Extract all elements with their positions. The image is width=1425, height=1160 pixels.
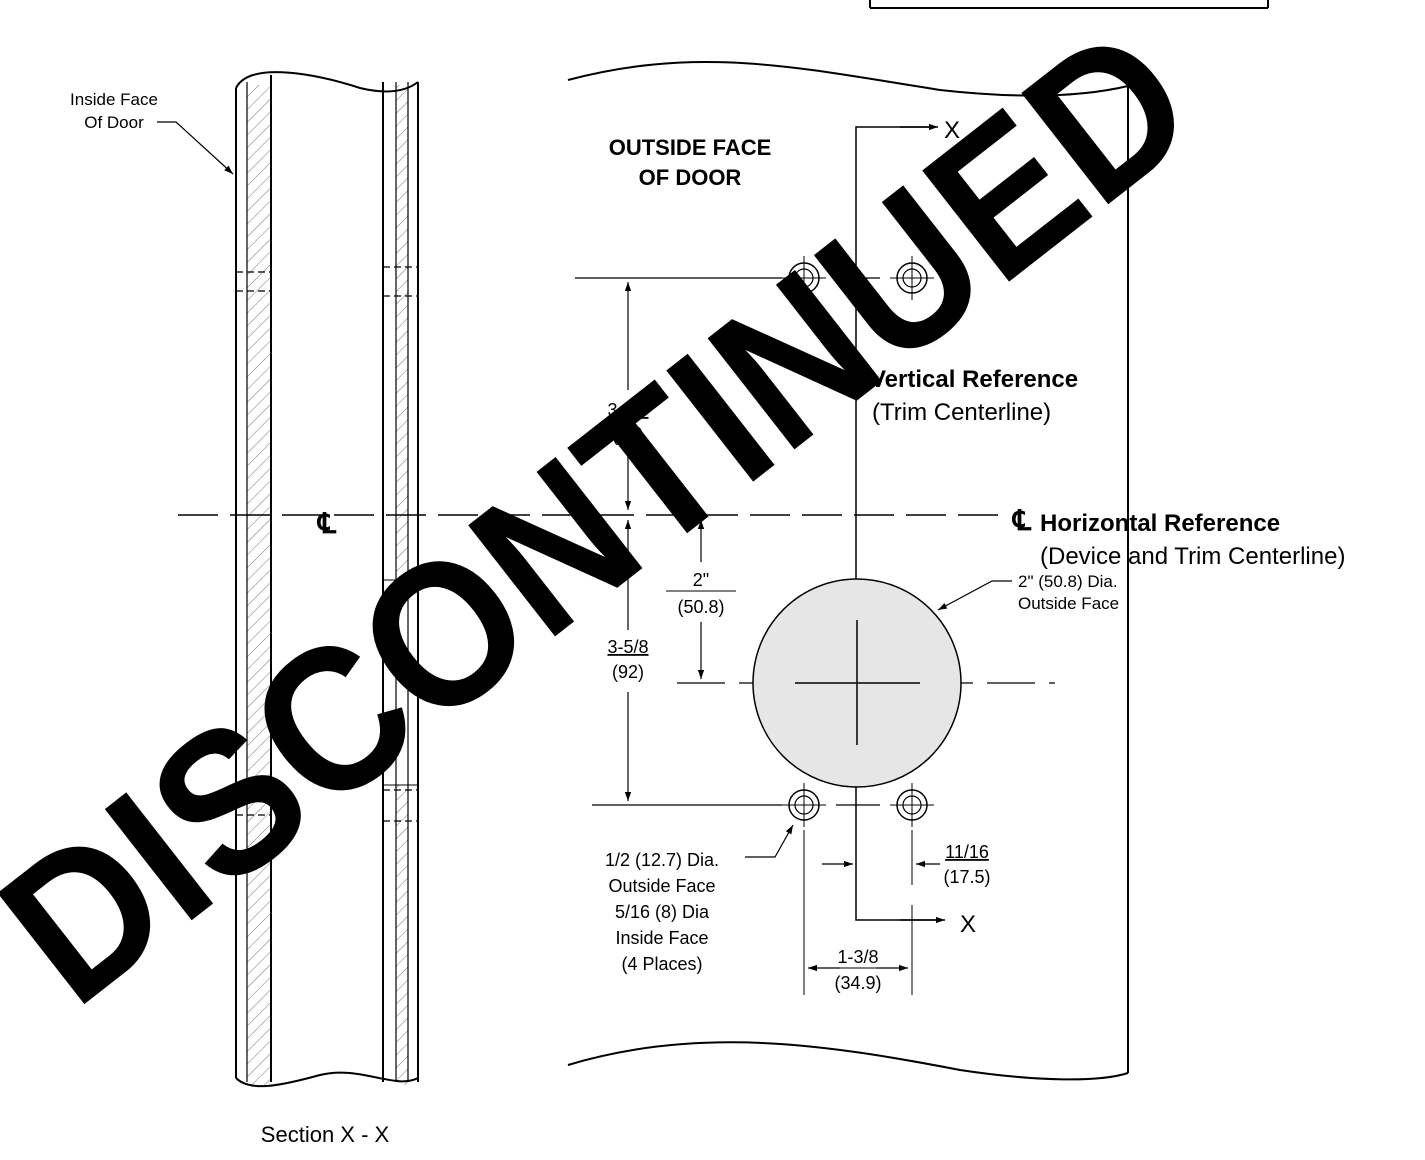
dim-top-mm: (92)	[612, 425, 644, 445]
dim-offset-in: 2"	[693, 570, 709, 590]
dim-bottom-spacing: 3-5/8 (92)	[607, 520, 649, 801]
vertical-ref-sub: (Trim Centerline)	[872, 399, 1051, 426]
small-holes	[782, 256, 934, 827]
small-hole-label-2: Outside Face	[608, 876, 715, 896]
centerline-symbol-vertical: ℄	[843, 360, 864, 391]
dim-bottom-frac: 3-5/8	[607, 637, 648, 657]
section-caption: Section X - X	[261, 1122, 390, 1147]
title-box-fragment	[869, 0, 1269, 9]
door-top-break	[567, 61, 1129, 97]
dim-spacing-mm: (34.9)	[834, 973, 881, 993]
hole-top-right	[890, 256, 934, 300]
small-hole-callout: 1/2 (12.7) Dia. Outside Face 5/16 (8) Di…	[605, 824, 794, 974]
dim-bottom-mm: (92)	[612, 662, 644, 682]
section-cut-indicator: X X	[855, 117, 976, 938]
section-top-break	[235, 71, 419, 93]
door-face-view	[567, 61, 1129, 1081]
inside-face-label-2: Of Door	[84, 113, 144, 132]
section-x-bottom: X	[960, 911, 976, 938]
small-hole-label-3: 5/16 (8) Dia	[615, 902, 710, 922]
horizontal-ref-sub: (Device and Trim Centerline)	[1040, 543, 1345, 570]
left-wall-hatch	[247, 85, 271, 1085]
dim-top-spacing: 3-5/8 (92)	[607, 282, 649, 510]
dim-half-mm: (17.5)	[943, 867, 990, 887]
large-hole-label-2: Outside Face	[1018, 594, 1119, 613]
hole-bottom-left	[782, 783, 826, 827]
outside-face-label-2: OF DOOR	[639, 165, 742, 190]
inside-face-callout: Inside Face Of Door	[70, 90, 234, 175]
dim-half-frac: 11/16	[945, 842, 989, 862]
dim-offset-mm: (50.8)	[677, 597, 724, 617]
hole-bottom-right	[890, 783, 934, 827]
large-hole-label-1: 2" (50.8) Dia.	[1018, 572, 1118, 591]
section-view	[235, 71, 419, 1088]
dim-hole-offset: 2" (50.8)	[666, 520, 736, 679]
vertical-ref-title: Vertical Reference	[870, 366, 1078, 393]
dim-spacing-frac: 1-3/8	[837, 947, 878, 967]
door-bottom-break	[567, 1041, 1129, 1081]
horizontal-ref-title: Horizontal Reference	[1040, 510, 1280, 537]
section-bottom-break	[235, 1071, 419, 1088]
dim-hole-spacing: 1-3/8 (34.9)	[803, 830, 913, 995]
small-hole-label-5: (4 Places)	[621, 954, 702, 974]
small-hole-label-4: Inside Face	[615, 928, 708, 948]
dim-half-spacing: 11/16 (17.5)	[822, 830, 991, 887]
centerline-symbol-section: ℄	[316, 508, 337, 539]
centerline-symbol-horizontal: ℄	[1011, 505, 1032, 536]
inside-face-label-1: Inside Face	[70, 90, 158, 109]
hole-top-left	[782, 256, 826, 300]
dim-top-frac: 3-5/8	[607, 400, 648, 420]
large-hole-callout: 2" (50.8) Dia. Outside Face	[937, 572, 1119, 613]
small-hole-label-1: 1/2 (12.7) Dia.	[605, 850, 719, 870]
section-x-top: X	[944, 117, 960, 144]
outside-face-label-1: OUTSIDE FACE	[609, 135, 772, 160]
